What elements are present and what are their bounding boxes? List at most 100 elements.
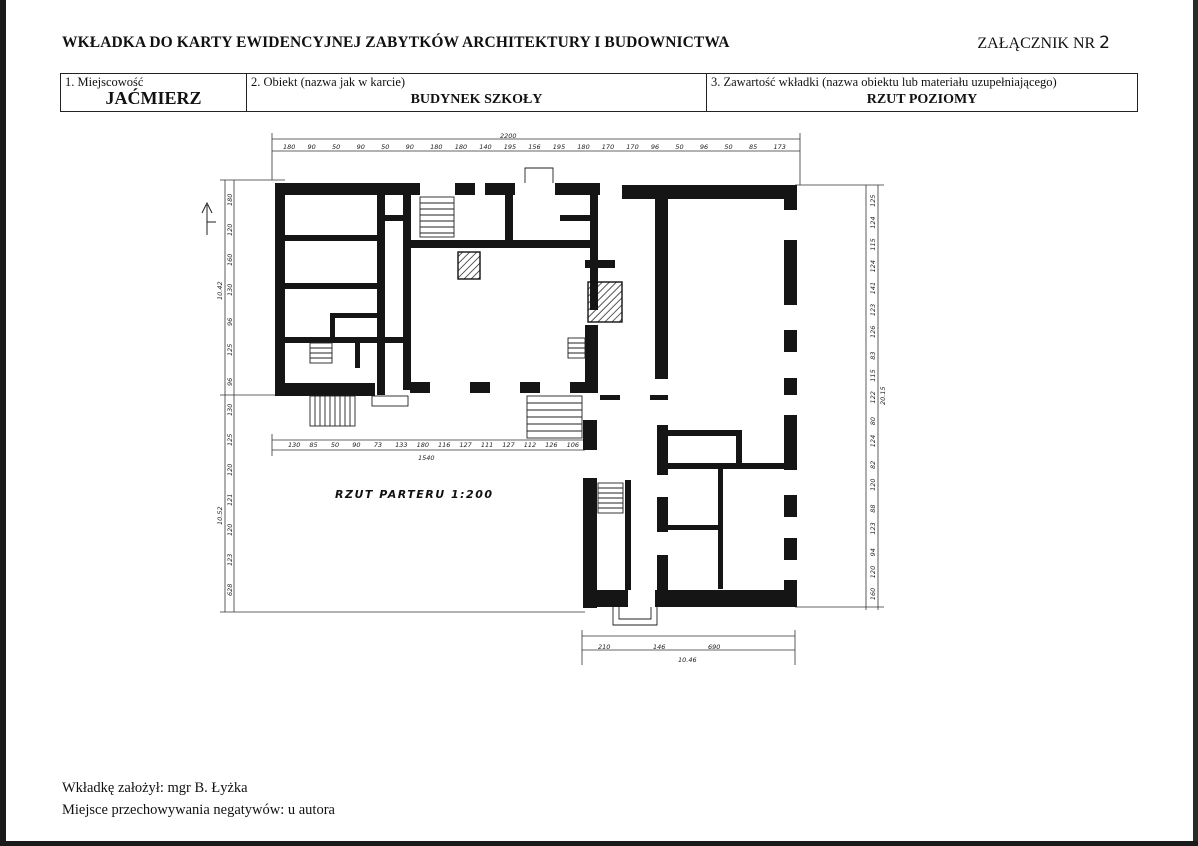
dimension-lines (220, 133, 884, 665)
dimension-value: 690 (708, 643, 720, 651)
field-contents: 3. Zawartość wkładki (nazwa obiektu lub … (707, 74, 1137, 111)
field-object-label: 2. Obiekt (nazwa jak w karcie) (251, 75, 406, 89)
dimension-value: 116 (438, 441, 450, 449)
dimension-value: 96 (226, 378, 234, 386)
scan-edge-bottom (0, 841, 1198, 846)
plan-title: RZUT PARTERU 1:200 (335, 488, 494, 501)
dimension-value: 170 (602, 143, 614, 151)
field-contents-label: 3. Zawartość wkładki (nazwa obiektu lub … (711, 75, 1057, 89)
document-title: WKŁADKA DO KARTY EWIDENCYJNEJ ZABYTKÓW A… (62, 34, 730, 51)
dimension-value: 50 (331, 441, 339, 449)
dimension-value: 96 (226, 318, 234, 326)
dimension-value: 106 (567, 441, 579, 449)
dimension-value: 50 (724, 143, 732, 151)
field-object-value: BUDYNEK SZKOŁY (410, 92, 543, 107)
dimension-value: 130 (226, 284, 234, 296)
dimension-value: 160 (869, 588, 877, 600)
created-by-note: Wkładkę założył: mgr B. Łyżka (62, 780, 248, 796)
dimension-value: 126 (869, 326, 877, 338)
dimension-value: 73 (374, 441, 382, 449)
dimension-value: 180 (430, 143, 442, 151)
bottom-dims-row: 210 146 690 (598, 643, 720, 651)
dimension-value: 180 (417, 441, 429, 449)
dimension-value: 88 (869, 504, 877, 512)
right-total-dim: 20.15 (879, 386, 887, 405)
dimension-value: 94 (869, 548, 877, 556)
scan-edge-right (1193, 0, 1198, 846)
dimension-value: 210 (598, 643, 610, 651)
dimension-value: 124 (869, 260, 877, 272)
field-object: 2. Obiekt (nazwa jak w karcie) BUDYNEK S… (247, 74, 707, 111)
header-fields-table: 1. Miejscowość JAĆMIERZ 2. Obiekt (nazwa… (60, 73, 1138, 112)
dimension-value: 115 (869, 238, 877, 250)
dimension-value: 195 (553, 143, 565, 151)
dimension-value: 120 (226, 464, 234, 476)
dimension-value: 133 (395, 441, 407, 449)
dimension-value: 83 (869, 352, 877, 360)
dimension-value: 180 (283, 143, 295, 151)
dimension-value: 125 (226, 344, 234, 356)
dimension-value: 50 (381, 143, 389, 151)
dimension-value: 141 (869, 282, 877, 294)
mid-dims-row: 130 85 50 90 73 133 180 116 127 111 127 112 126 106 (288, 441, 579, 449)
left-total-upper-dim: 10.42 (216, 281, 224, 300)
dimension-value: 96 (651, 143, 659, 151)
dimension-value: 146 (653, 643, 665, 651)
right-dims-column: 125 124 115 124 141 123 126 83 115 122 80 124 82 120 8… (869, 194, 877, 600)
dimension-value: 82 (869, 461, 877, 469)
dimension-value: 126 (545, 441, 557, 449)
dimension-value: 170 (626, 143, 638, 151)
dimension-value: 130 (226, 404, 234, 416)
dimension-value: 111 (481, 441, 493, 449)
field-locality-value: JAĆMIERZ (105, 88, 202, 108)
mid-total-dim: 1540 (418, 454, 435, 462)
dimension-value: 120 (226, 224, 234, 236)
dimension-value: 124 (869, 435, 877, 447)
dimension-value: 115 (869, 369, 877, 381)
dimension-value: 125 (869, 194, 877, 206)
dimension-value: 130 (288, 441, 300, 449)
dimension-value: 120 (869, 566, 877, 578)
dimension-value: 173 (774, 143, 786, 151)
dimension-value: 50 (675, 143, 683, 151)
dimension-value: 123 (226, 554, 234, 566)
annex-text: ZAŁĄCZNIK NR (977, 35, 1096, 52)
dimension-value: 124 (869, 216, 877, 228)
dimension-value: 122 (869, 391, 877, 403)
dimension-value: 121 (226, 494, 234, 506)
field-locality-label: 1. Miejscowość (65, 75, 144, 89)
dimension-value: 120 (226, 524, 234, 536)
dimension-value: 123 (869, 304, 877, 316)
dimension-value: 96 (700, 143, 708, 151)
left-total-lower-dim: 10.52 (216, 506, 224, 525)
dimension-value: 127 (459, 441, 472, 449)
dimension-value: 127 (502, 441, 515, 449)
dimension-value: 156 (528, 143, 540, 151)
walls (275, 183, 797, 608)
annex-label: ZAŁĄCZNIK NR 2 (977, 33, 1110, 53)
top-total-dim: 2200 (500, 132, 517, 140)
dimension-value: 85 (749, 143, 757, 151)
dimension-value: 180 (226, 194, 234, 206)
scan-edge-left (0, 0, 6, 846)
dimension-value: 125 (226, 434, 234, 446)
dimension-value: 160 (226, 254, 234, 266)
field-contents-value: RZUT POZIOMY (866, 92, 978, 107)
dimension-value: 50 (332, 143, 340, 151)
field-locality: 1. Miejscowość JAĆMIERZ (61, 74, 247, 111)
dimension-value: 85 (309, 441, 317, 449)
dimension-value: 195 (504, 143, 516, 151)
annex-number: 2 (1099, 33, 1110, 53)
staircases (309, 167, 658, 626)
dimension-value: 90 (357, 143, 365, 151)
dimension-value: 112 (524, 441, 536, 449)
dimension-value: 180 (577, 143, 589, 151)
dimension-value: 90 (352, 441, 360, 449)
dimension-value: 80 (869, 417, 877, 425)
dimension-value: 140 (479, 143, 491, 151)
bottom-total-dim: 10.46 (678, 656, 697, 664)
